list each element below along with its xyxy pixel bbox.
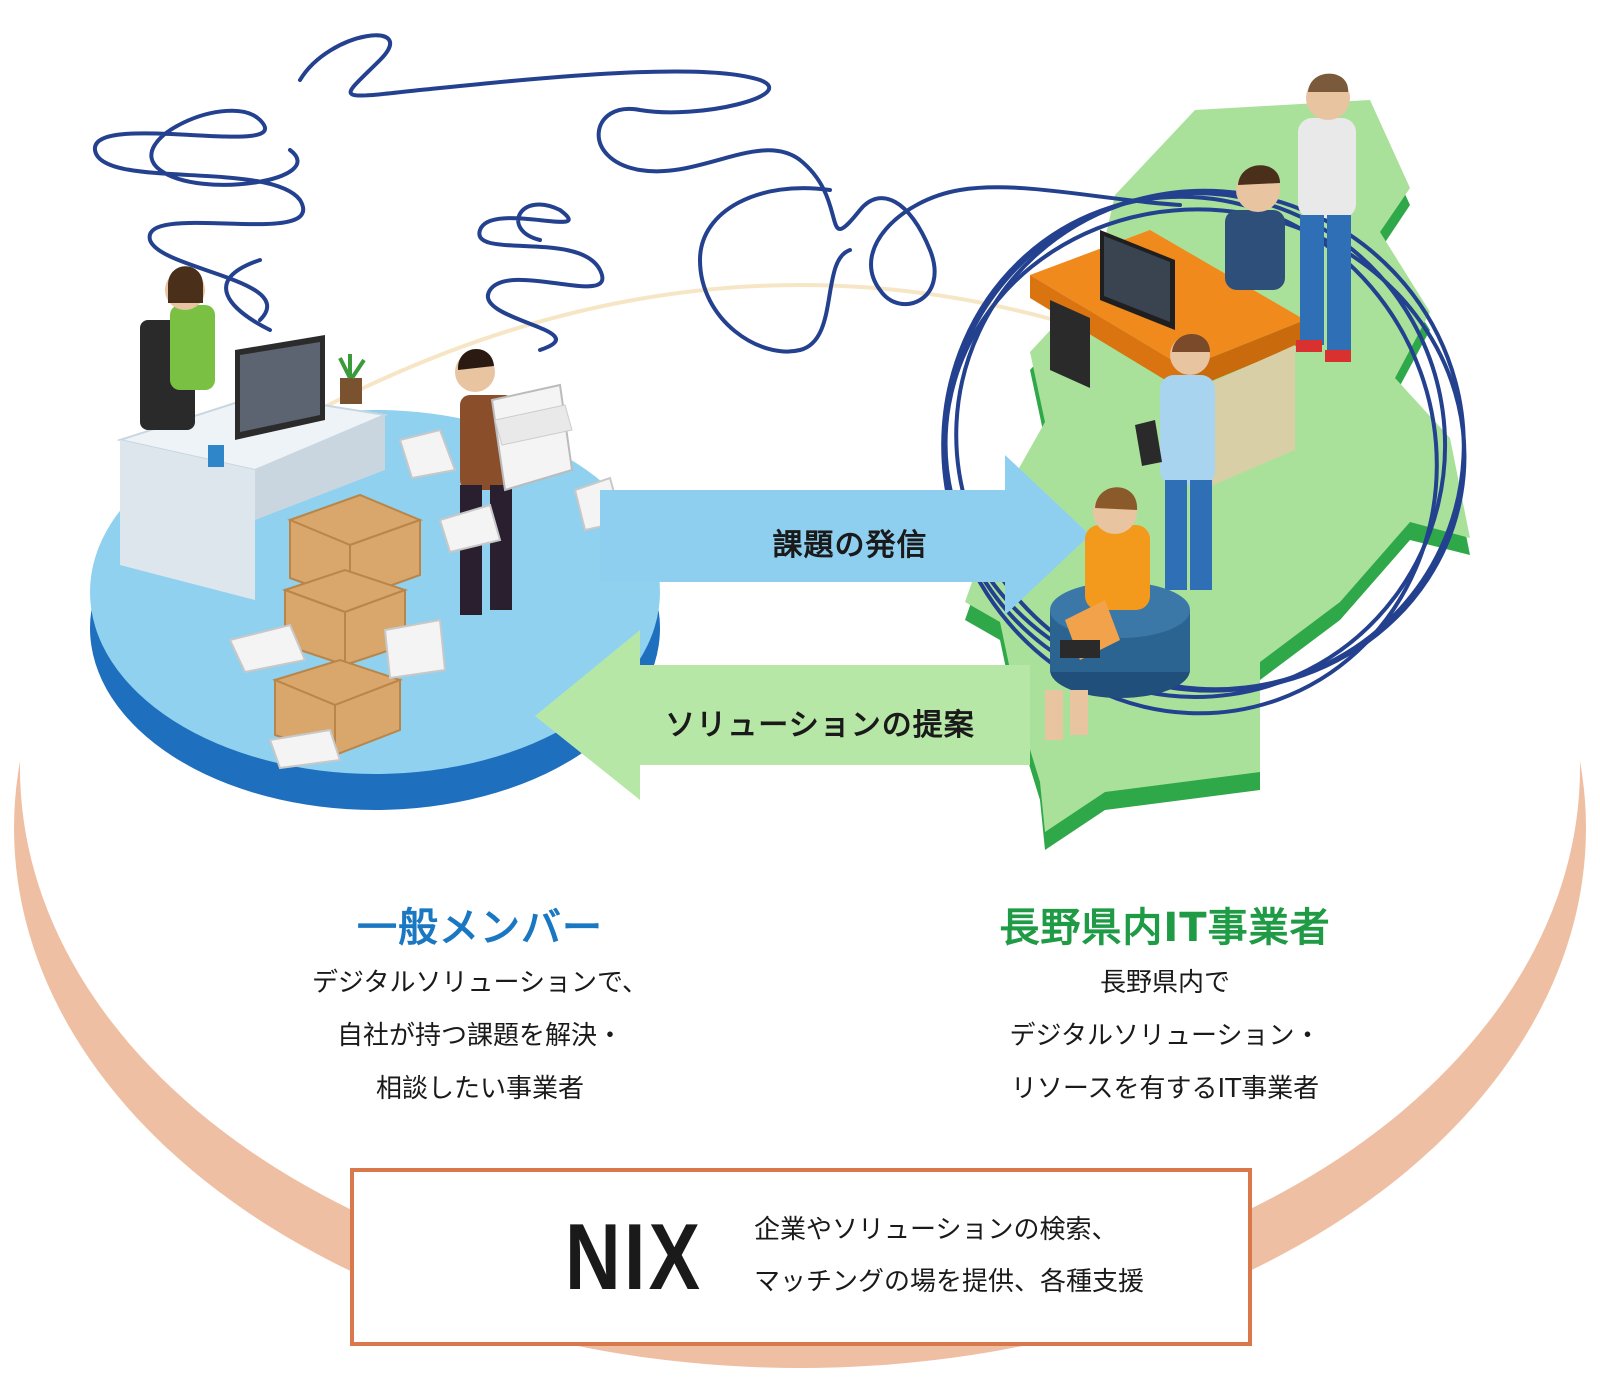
right-group-heading: 長野県内IT事業者 — [999, 905, 1331, 951]
nix-desc-line-2: マッチングの場を提供、各種支援 — [754, 1267, 1145, 1297]
solution-arrow — [535, 630, 1030, 800]
issue-arrow-label: 課題の発信 — [772, 528, 928, 563]
solution-arrow-label: ソリューションの提案 — [665, 708, 975, 743]
right-office-illustration — [1030, 73, 1356, 740]
right-desc-line-1: 長野県内で — [1099, 968, 1230, 998]
left-desc-line-3: 相談したい事業者 — [375, 1074, 584, 1104]
issue-arrow — [600, 455, 1090, 615]
nix-logo-text: NIX — [565, 1204, 704, 1309]
right-desc-line-2: デジタルソリューション・ — [1009, 1021, 1321, 1051]
left-group-description: デジタルソリューションで、 自社が持つ課題を解決・ 相談したい事業者 — [260, 957, 700, 1116]
nix-description: 企業やソリューションの検索、 マッチングの場を提供、各種支援 — [754, 1204, 1144, 1308]
right-group-description: 長野県内で デジタルソリューション・ リソースを有するIT事業者 — [945, 957, 1385, 1116]
left-office-illustration — [116, 266, 624, 770]
nix-info-box: NIX 企業やソリューションの検索、 マッチングの場を提供、各種支援 — [350, 1168, 1252, 1346]
left-desc-line-2: 自社が持つ課題を解決・ — [336, 1021, 623, 1051]
left-group-heading: 一般メンバー — [357, 905, 603, 951]
left-desc-line-1: デジタルソリューションで、 — [312, 968, 648, 998]
nix-desc-line-1: 企業やソリューションの検索、 — [754, 1215, 1118, 1245]
right-desc-line-3: リソースを有するIT事業者 — [1010, 1074, 1320, 1104]
